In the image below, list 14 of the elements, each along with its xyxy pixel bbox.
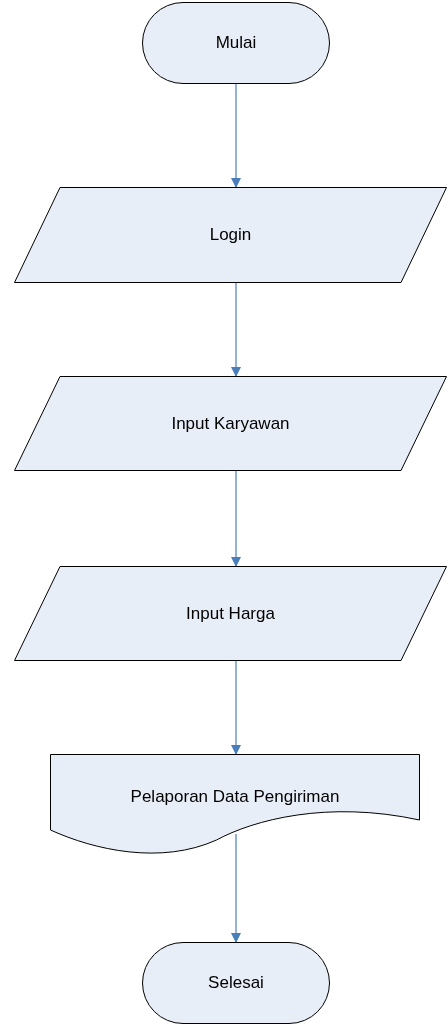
- parallelogram-shape: [14, 566, 447, 661]
- arrow: [231, 83, 241, 188]
- node-label: Input Karyawan: [171, 412, 290, 435]
- parallelogram-shape: [14, 376, 447, 471]
- node-label: Pelaporan Data Pengiriman: [130, 786, 340, 809]
- node-label: Selesai: [208, 972, 264, 995]
- arrow: [231, 660, 241, 755]
- arrow: [231, 833, 241, 943]
- parallelogram-shape: [14, 187, 447, 283]
- node-label: Mulai: [215, 32, 257, 55]
- node-label: Input Harga: [186, 602, 275, 625]
- arrow: [231, 470, 241, 567]
- arrow: [231, 282, 241, 377]
- node-label: Login: [209, 224, 252, 247]
